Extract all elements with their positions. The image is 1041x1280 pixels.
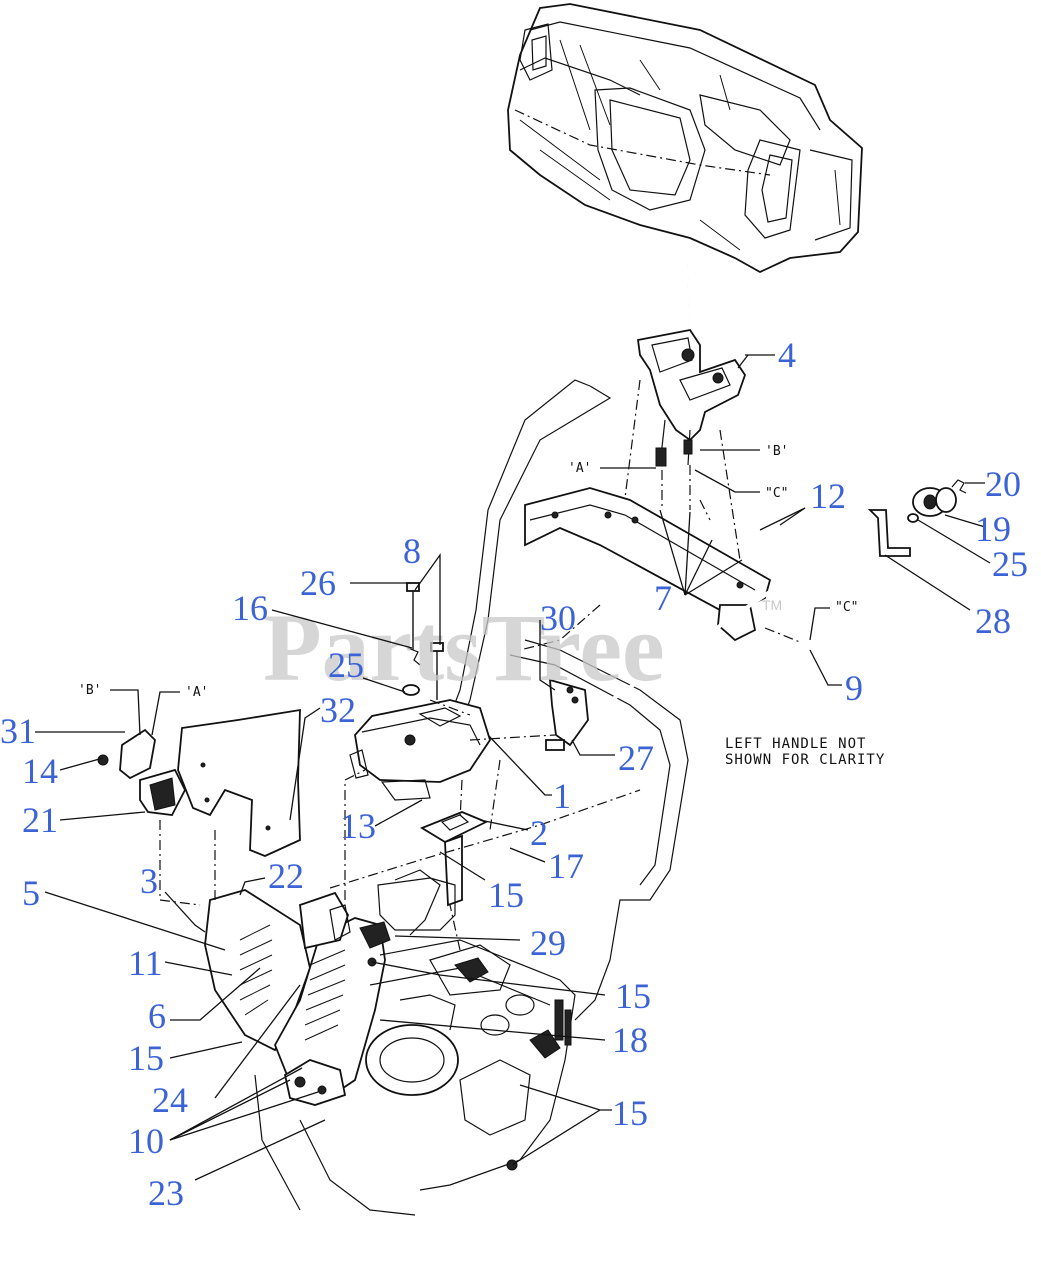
shift-lever-assembly-part [636,261,746,467]
callout-26: 26 [300,563,336,603]
callout-10: 10 [128,1121,164,1161]
chute-crank-rod-part [558,479,967,737]
callout-32: 32 [320,690,356,730]
callout-5: 5 [22,873,40,913]
callout-23: 23 [148,1173,184,1213]
watermark-text: PartsTree [263,594,665,701]
callout-8: 8 [403,531,421,571]
callout-30: 30 [540,598,576,638]
chute-tilt-bracket-part [545,678,589,751]
callout-15-middle: 15 [488,875,524,915]
callout-27: 27 [618,738,654,778]
callout-19: 19 [975,509,1011,549]
handle-tube-part [444,379,689,1021]
callout-9: 9 [845,668,863,708]
callout-1: 1 [553,776,571,816]
watermark-trademark: TM [762,597,782,613]
callout-13: 13 [340,806,376,846]
assembly-dashed-lines [159,379,801,951]
callout-3: 3 [140,861,158,901]
callout-6: 6 [148,996,166,1036]
callout-4: 4 [778,335,796,375]
note-line-1: LEFT HANDLE NOT [725,736,866,752]
ref-mark-b-cable: 'B' [765,444,788,459]
note-line-2: SHOWN FOR CLARITY [725,752,885,768]
callout-15-right: 15 [615,976,651,1016]
callout-29: 29 [530,923,566,963]
ref-mark-a-cable: 'A' [568,461,591,476]
callout-17: 17 [548,846,584,886]
callout-24: 24 [152,1080,188,1120]
bolts-part [402,582,444,700]
chute-bracket-part [419,811,489,907]
callout-22: 22 [268,856,304,896]
callout-28: 28 [975,601,1011,641]
auger-housing-frame-part [254,869,576,1216]
callout-leader-lines [35,354,991,1181]
chute-assembly-part [97,708,459,1106]
callout-15-left: 15 [128,1038,164,1078]
callout-25-left: 25 [328,645,364,685]
callout-15-bottom: 15 [612,1093,648,1133]
ref-mark-b-deflector: 'B' [78,683,101,698]
callout-2: 2 [530,813,548,853]
callout-7: 7 [654,578,672,618]
callout-14: 14 [22,751,58,791]
callout-16: 16 [232,588,268,628]
chute-control-housing-part [349,699,491,801]
callout-21: 21 [22,800,58,840]
callout-25-right: 25 [992,544,1028,584]
ref-mark-c-cable: "C" [765,486,788,501]
ref-mark-c-bolt: "C" [835,600,858,615]
callout-20: 20 [985,464,1021,504]
callout-18: 18 [612,1020,648,1060]
callout-31: 31 [0,711,36,751]
callout-12: 12 [810,476,846,516]
dashboard-console-part [507,3,863,274]
ref-mark-a-deflector: 'A' [185,685,208,700]
callout-11: 11 [128,943,163,983]
